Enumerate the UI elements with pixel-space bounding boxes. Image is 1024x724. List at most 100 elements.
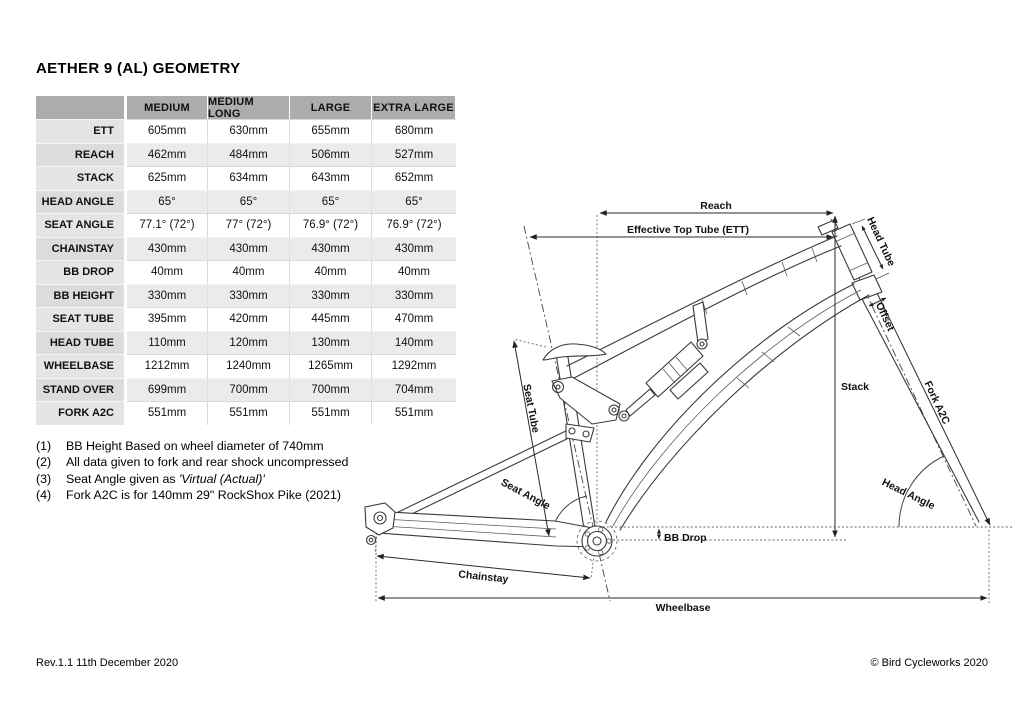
value-cell: 430mm <box>290 236 372 260</box>
value-cell: 551mm <box>208 401 290 425</box>
footnote-number: (4) <box>36 488 52 503</box>
label-bb-drop: BB Drop <box>664 532 707 544</box>
value-cell: 551mm <box>290 401 372 425</box>
head-tube <box>831 223 873 281</box>
footnote-text: All data given to fork and rear shock un… <box>66 455 349 470</box>
head-tube-dim <box>861 225 884 270</box>
label-seat-angle: Seat Angle <box>499 476 552 512</box>
value-cell: 330mm <box>127 283 208 307</box>
value-cell: 652mm <box>372 166 456 190</box>
value-cell: 484mm <box>208 142 290 166</box>
value-cell: 65° <box>290 189 372 213</box>
footnote-text-italic: 'Virtual (Actual)' <box>178 471 265 486</box>
value-cell: 445mm <box>290 307 372 331</box>
row-label: REACH <box>36 142 127 166</box>
value-cell: 605mm <box>127 119 208 143</box>
footnotes: (1) BB Height Based on wheel diameter of … <box>36 438 348 504</box>
row-label: SEAT ANGLE <box>36 213 127 237</box>
footnote-2: (2) All data given to fork and rear shock… <box>36 454 348 470</box>
value-cell: 643mm <box>290 166 372 190</box>
column-header: EXTRA LARGE <box>372 96 456 119</box>
value-cell: 430mm <box>127 236 208 260</box>
head-angle-arc <box>898 455 945 528</box>
column-header: MEDIUM LONG <box>208 96 290 120</box>
row-label: BB HEIGHT <box>36 283 127 307</box>
label-head-angle: Head Angle <box>880 476 937 512</box>
row-label: STACK <box>36 166 127 190</box>
value-cell: 704mm <box>372 377 456 401</box>
value-cell: 551mm <box>372 401 456 425</box>
footnote-text: BB Height Based on wheel diameter of 740… <box>66 439 324 453</box>
value-cell: 77° (72°) <box>208 213 290 237</box>
dimension-lines <box>376 210 988 601</box>
value-cell: 430mm <box>208 236 290 260</box>
label-ett: Effective Top Tube (ETT) <box>627 224 749 236</box>
row-label: SEAT TUBE <box>36 307 127 331</box>
bottom-bracket <box>581 525 613 557</box>
value-cell: 680mm <box>372 119 456 143</box>
table-corner-cell <box>36 96 127 119</box>
value-cell: 430mm <box>372 236 456 260</box>
footnote-text: Fork A2C is for 140mm 29" RockShox Pike … <box>66 488 342 503</box>
row-label: BB DROP <box>36 260 127 284</box>
shock-mount-tab <box>692 301 709 344</box>
value-cell: 65° <box>372 189 456 213</box>
value-cell: 40mm <box>290 260 372 284</box>
row-label: HEAD ANGLE <box>36 189 127 213</box>
value-cell: 527mm <box>372 142 456 166</box>
value-cell: 1212mm <box>127 354 208 378</box>
value-cell: 1240mm <box>208 354 290 378</box>
value-cell: 65° <box>208 189 290 213</box>
offset-dim <box>868 297 887 307</box>
label-reach: Reach <box>700 200 732 212</box>
value-cell: 655mm <box>290 119 372 143</box>
row-label: FORK A2C <box>36 401 127 425</box>
value-cell: 130mm <box>290 330 372 354</box>
value-cell: 330mm <box>372 283 456 307</box>
footnote-number: (1) <box>36 439 52 453</box>
footnote-number: (2) <box>36 455 52 470</box>
value-cell: 1265mm <box>290 354 372 378</box>
value-cell: 330mm <box>208 283 290 307</box>
row-label: WHEELBASE <box>36 354 127 378</box>
value-cell: 40mm <box>208 260 290 284</box>
value-cell: 700mm <box>290 377 372 401</box>
value-cell: 110mm <box>127 330 208 354</box>
fork-leg <box>876 292 991 526</box>
footnote-text: Seat Angle given as <box>66 471 179 486</box>
label-wheelbase: Wheelbase <box>656 602 711 614</box>
label-seat-tube: Seat Tube <box>520 383 541 434</box>
value-cell: 551mm <box>127 401 208 425</box>
revision-date: Rev.1.1 11th December 2020 <box>36 657 179 669</box>
value-cell: 634mm <box>208 166 290 190</box>
value-cell: 76.9° (72°) <box>372 213 456 237</box>
saddle <box>542 343 607 361</box>
value-cell: 699mm <box>127 377 208 401</box>
value-cell: 625mm <box>127 166 208 190</box>
label-head-tube: Head Tube <box>864 215 897 268</box>
value-cell: 470mm <box>372 307 456 331</box>
value-cell: 395mm <box>127 307 208 331</box>
label-chainstay: Chainstay <box>458 568 509 585</box>
fork-crown <box>851 274 883 301</box>
chainstay-dim <box>376 553 591 581</box>
construction-lines <box>374 215 1013 603</box>
value-cell: 700mm <box>208 377 290 401</box>
footnote-number: (3) <box>36 471 52 486</box>
value-cell: 140mm <box>372 330 456 354</box>
row-label: CHAINSTAY <box>36 236 127 260</box>
column-header: LARGE <box>290 96 372 119</box>
label-stack: Stack <box>841 381 869 393</box>
footnote-1: (1) BB Height Based on wheel diameter of … <box>36 438 348 454</box>
chainstay-arm <box>369 510 602 548</box>
footnote-4: (4) Fork A2C is for 140mm 29" RockShox Pi… <box>36 487 348 503</box>
value-cell: 40mm <box>127 260 208 284</box>
label-offset: Offset <box>873 300 897 333</box>
value-cell: 506mm <box>290 142 372 166</box>
value-cell: 420mm <box>208 307 290 331</box>
value-cell: 1292mm <box>372 354 456 378</box>
rocker-link <box>551 376 621 425</box>
down-tube <box>605 283 855 523</box>
seat-tube-dim <box>512 340 551 537</box>
